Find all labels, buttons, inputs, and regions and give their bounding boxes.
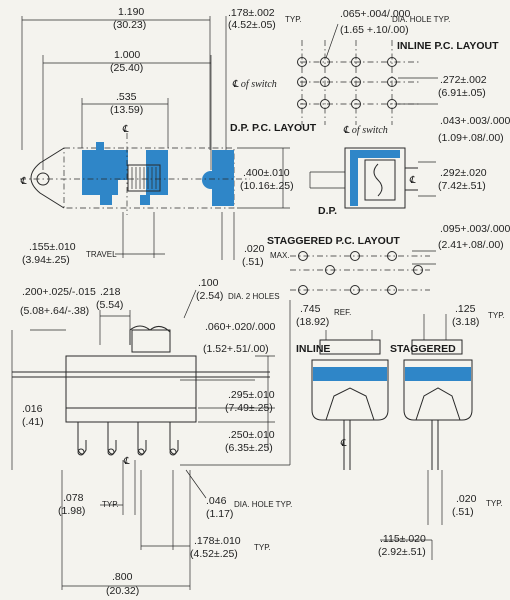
svg-text:(6.91±.05): (6.91±.05) bbox=[438, 87, 486, 99]
svg-text:TYP.: TYP. bbox=[285, 15, 302, 24]
svg-text:REF.: REF. bbox=[334, 308, 351, 317]
svg-text:TYP.: TYP. bbox=[102, 500, 119, 509]
dim-400: .400±.010 bbox=[243, 167, 290, 179]
dim-1000: 1.000 (25.40) bbox=[42, 49, 212, 170]
svg-text:(25.40): (25.40) bbox=[110, 62, 143, 74]
svg-text:1.190: 1.190 bbox=[118, 6, 144, 18]
svg-text:TRAVEL: TRAVEL bbox=[86, 250, 117, 259]
svg-text:(1.65 +.10/.00): (1.65 +.10/.00) bbox=[340, 24, 409, 36]
svg-text:1.000: 1.000 bbox=[114, 49, 140, 61]
pc-layout-grid bbox=[297, 40, 438, 125]
dim-155-travel bbox=[115, 212, 165, 258]
front-view: ℄ bbox=[11, 300, 291, 470]
svg-text:.178±.002: .178±.002 bbox=[228, 7, 275, 19]
svg-text:℄: ℄ bbox=[409, 175, 416, 186]
dim-155: .155±.010 bbox=[29, 241, 76, 253]
label-cl-switch-2: ℄ of switch bbox=[343, 125, 388, 136]
frame-outline bbox=[63, 147, 235, 209]
svg-text:(3.94±.25): (3.94±.25) bbox=[22, 254, 70, 266]
dim-272: .272±.002 bbox=[440, 74, 487, 86]
svg-text:(13.59): (13.59) bbox=[110, 104, 143, 116]
bottom-dims bbox=[61, 460, 433, 590]
label-inline-pc-layout: INLINE P.C. LAYOUT bbox=[397, 40, 499, 52]
svg-text:(1.17): (1.17) bbox=[206, 508, 233, 520]
svg-text:(5.54): (5.54) bbox=[96, 299, 123, 311]
left-ear bbox=[30, 147, 65, 209]
dim-060: .060+.020/.000 bbox=[205, 321, 276, 333]
svg-text:(2.54): (2.54) bbox=[196, 290, 223, 302]
dim-020-typ: .020 bbox=[456, 493, 477, 505]
dim-218: .218 bbox=[100, 286, 121, 298]
label-dp-pc-layout: D.P. P.C. LAYOUT bbox=[230, 122, 317, 134]
dim-016: .016 bbox=[22, 403, 43, 415]
svg-text:(5.08+.64/-.38): (5.08+.64/-.38) bbox=[20, 305, 89, 317]
svg-text:(2.92±.51): (2.92±.51) bbox=[378, 546, 426, 558]
dim-745: .745 bbox=[300, 303, 321, 315]
svg-text:(.51): (.51) bbox=[242, 256, 264, 268]
svg-text:(7.49±.25): (7.49±.25) bbox=[225, 402, 273, 414]
svg-text:(4.52±.25): (4.52±.25) bbox=[190, 548, 238, 560]
dim-046: .046 bbox=[206, 495, 227, 507]
dim-200: .200+.025/-.015 bbox=[22, 286, 96, 298]
svg-text:TYP.: TYP. bbox=[486, 499, 503, 508]
staggered-side-view bbox=[403, 314, 473, 525]
dim-100: .100 bbox=[198, 277, 219, 289]
svg-text:DIA. HOLE TYP.: DIA. HOLE TYP. bbox=[392, 15, 450, 24]
svg-text:(.51): (.51) bbox=[452, 506, 474, 518]
svg-text:(1.09+.08/.00): (1.09+.08/.00) bbox=[438, 132, 504, 144]
dim-095: .095+.003/.000 bbox=[440, 223, 510, 235]
svg-text:DIA. HOLE TYP.: DIA. HOLE TYP. bbox=[234, 500, 292, 509]
contact-right-block bbox=[212, 150, 234, 206]
centerline-mark-left: ℄ bbox=[20, 176, 27, 187]
svg-text:(10.16±.25): (10.16±.25) bbox=[240, 180, 294, 192]
svg-text:(2.41+.08/.00): (2.41+.08/.00) bbox=[438, 239, 504, 251]
inline-side-view: ℄ bbox=[311, 330, 389, 470]
svg-text:(4.52±.05): (4.52±.05) bbox=[228, 19, 276, 31]
dim-1190: 1.190 (30.23) bbox=[21, 6, 211, 150]
label-dp: D.P. bbox=[318, 205, 337, 217]
dim-043: .043+.003/.000 bbox=[440, 115, 510, 127]
svg-text:(.41): (.41) bbox=[22, 416, 44, 428]
label-inline: INLINE bbox=[296, 343, 330, 355]
dim-078: .078 bbox=[63, 492, 84, 504]
slider-knob bbox=[127, 164, 161, 192]
svg-text:TYP.: TYP. bbox=[254, 543, 271, 552]
svg-text:(30.23): (30.23) bbox=[113, 19, 146, 31]
contact-mid-block bbox=[146, 150, 168, 195]
dim-020-max: .020 bbox=[244, 243, 265, 255]
dim-800: .800 bbox=[112, 571, 133, 583]
label-cl-switch-1: ℄ of switch bbox=[232, 79, 277, 90]
svg-text:(20.32): (20.32) bbox=[106, 585, 139, 597]
dim-295: .295±.010 bbox=[228, 389, 275, 401]
svg-text:℄: ℄ bbox=[123, 456, 130, 467]
dim-115: .115±.020 bbox=[380, 533, 426, 545]
svg-text:(1.52+.51/.00): (1.52+.51/.00) bbox=[203, 343, 269, 355]
svg-text:MAX.: MAX. bbox=[270, 251, 290, 260]
dim-250: .250±.010 bbox=[228, 429, 275, 441]
svg-text:(3.18): (3.18) bbox=[452, 316, 479, 328]
contact-left-block bbox=[82, 150, 118, 195]
dim-178-top: .178±.002 (4.52±.05) TYP. bbox=[225, 7, 302, 150]
svg-text:(7.42±.51): (7.42±.51) bbox=[438, 180, 486, 192]
svg-text:(18.92): (18.92) bbox=[296, 316, 329, 328]
svg-text:DIA. 2 HOLES: DIA. 2 HOLES bbox=[228, 292, 280, 301]
dim-125: .125 bbox=[455, 303, 476, 315]
svg-text:℄: ℄ bbox=[340, 438, 347, 449]
top-view: ℄ ℄ bbox=[20, 124, 250, 215]
dim-hole-dia: .065+.004/.000 bbox=[340, 8, 411, 20]
svg-text:(6.35±.25): (6.35±.25) bbox=[225, 442, 273, 454]
label-staggered-pc-layout: STAGGERED P.C. LAYOUT bbox=[267, 235, 400, 247]
label-staggered: STAGGERED bbox=[390, 343, 456, 355]
centerline-mark: ℄ bbox=[122, 124, 129, 135]
svg-text:TYP.: TYP. bbox=[488, 311, 505, 320]
dp-side-view: ℄ bbox=[237, 147, 418, 209]
staggered-grid bbox=[290, 250, 436, 295]
dim-292: .292±.020 bbox=[440, 167, 487, 179]
dim-178-bottom: .178±.010 bbox=[194, 535, 241, 547]
dim-535: .535 (13.59) bbox=[81, 91, 169, 148]
svg-text:.535: .535 bbox=[116, 91, 137, 103]
svg-text:(1.98): (1.98) bbox=[58, 505, 85, 517]
